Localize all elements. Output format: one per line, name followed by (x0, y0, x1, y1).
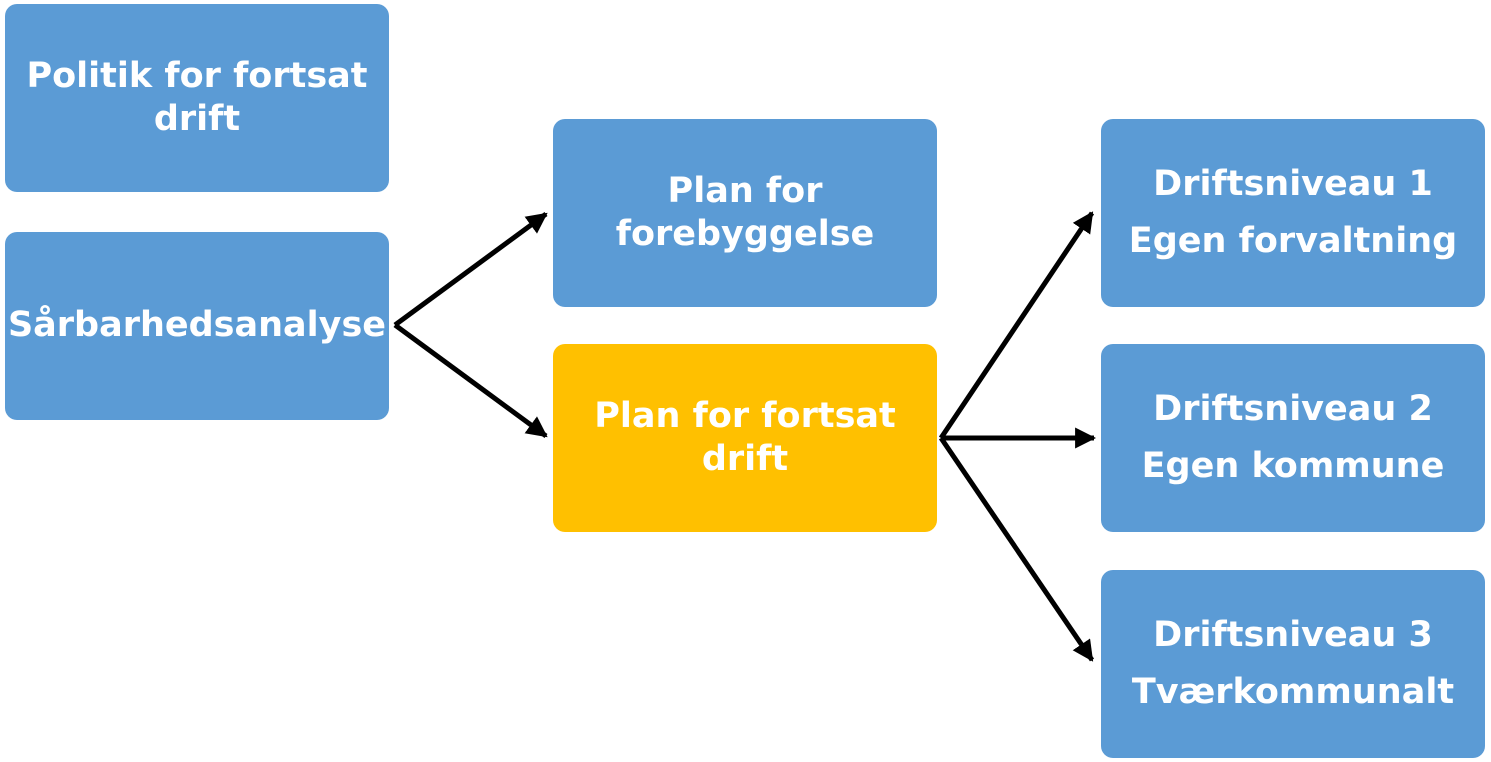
box-driftsniveau-2: Driftsniveau 2 Egen kommune (1101, 344, 1485, 532)
box-label: Sårbarhedsanalyse (7, 305, 387, 346)
arrow-fortsat-drift-to-niveau3 (938, 436, 1095, 662)
box-saarbarhedsanalyse: Sårbarhedsanalyse (5, 232, 389, 420)
box-label: Plan for forebyggelse (615, 170, 875, 254)
box-title: Driftsniveau 2 (1153, 388, 1433, 429)
box-plan-for-forebyggelse: Plan for forebyggelse (553, 119, 937, 307)
box-subtitle: Egen kommune (1141, 446, 1445, 486)
box-driftsniveau-1: Driftsniveau 1 Egen forvaltning (1101, 119, 1485, 307)
box-subtitle: Egen forvaltning (1128, 221, 1458, 261)
box-label: Politik for fortsat drift (26, 55, 368, 139)
box-politik-for-fortsat-drift: Politik for fortsat drift (5, 4, 389, 192)
box-driftsniveau-3: Driftsniveau 3 Tværkommunalt (1101, 570, 1485, 758)
box-title: Driftsniveau 1 (1153, 163, 1433, 204)
arrow-fortsat-drift-to-niveau1 (938, 211, 1095, 440)
box-title: Driftsniveau 3 (1153, 614, 1433, 655)
box-subtitle: Tværkommunalt (1131, 672, 1455, 712)
box-plan-for-fortsat-drift: Plan for fortsat drift (553, 344, 937, 532)
arrow-saarbarhed-to-forebyggelse (393, 211, 548, 328)
arrow-saarbarhed-to-fortsat-drift (393, 322, 548, 439)
box-label: Plan for fortsat drift (594, 395, 896, 479)
